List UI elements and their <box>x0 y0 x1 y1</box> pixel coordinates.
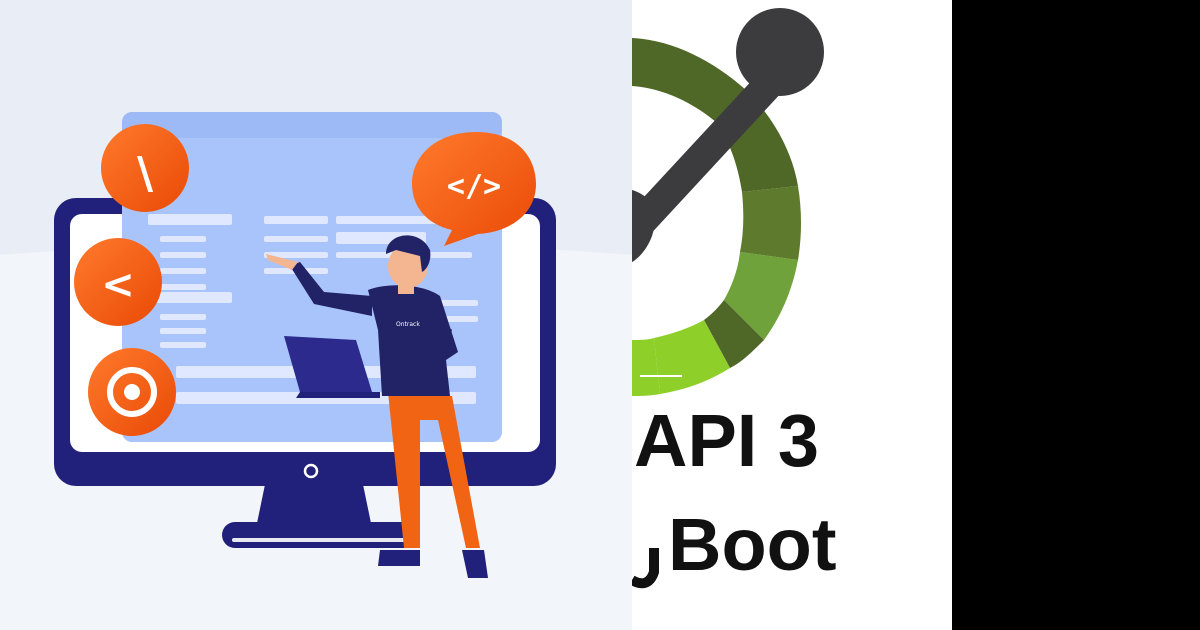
less-than-bubble: < <box>74 238 162 326</box>
ring-segment-sliver <box>704 300 764 368</box>
holding-arm <box>410 300 452 386</box>
monitor-power-icon <box>303 463 319 479</box>
logo-text-line2: Boot <box>668 503 837 586</box>
developer-figure: Ontrack <box>266 235 488 578</box>
openapi-logo-crop: API 3 Boot <box>632 0 952 630</box>
logo-text-line1: API 3 <box>634 399 819 482</box>
handle-joint <box>632 190 656 262</box>
developer-illustration: \ < </> <box>0 0 632 630</box>
code-window-titlebar <box>122 112 502 138</box>
illustration-svg: \ < </> <box>0 0 632 630</box>
ring-segment-bottom <box>632 338 660 396</box>
shirt-logo-text: Ontrack <box>396 321 420 328</box>
right-shoe <box>462 550 488 578</box>
openapi-handle <box>632 8 824 262</box>
handle-knob <box>736 8 824 96</box>
record-dot-icon <box>124 384 140 400</box>
laptop-base <box>296 392 380 398</box>
hair <box>386 235 431 272</box>
backslash-bubble: \ <box>101 124 189 212</box>
monitor-base-highlight <box>232 538 408 542</box>
laptop <box>284 336 372 392</box>
logo-text-fragment <box>632 548 659 589</box>
ring-segment-middle <box>740 186 801 260</box>
record-bubble <box>88 348 176 436</box>
less-than-glyph: < <box>101 262 135 308</box>
code-tag-glyph: </> <box>447 169 501 204</box>
monitor-base <box>222 522 418 548</box>
record-ring-icon <box>107 367 157 417</box>
openapi-logo-svg: API 3 Boot <box>632 8 837 589</box>
ring-segment-top <box>632 38 746 122</box>
left-shoe <box>378 550 420 566</box>
ring-segment-lower <box>724 252 798 340</box>
backslash-glyph: \ <box>137 148 154 199</box>
pants <box>388 392 480 548</box>
pointing-hand <box>266 254 298 270</box>
handle-stem <box>632 55 797 247</box>
pointing-arm <box>290 262 372 316</box>
black-margin <box>952 0 1200 630</box>
code-speech-bubble: </> <box>412 132 536 246</box>
